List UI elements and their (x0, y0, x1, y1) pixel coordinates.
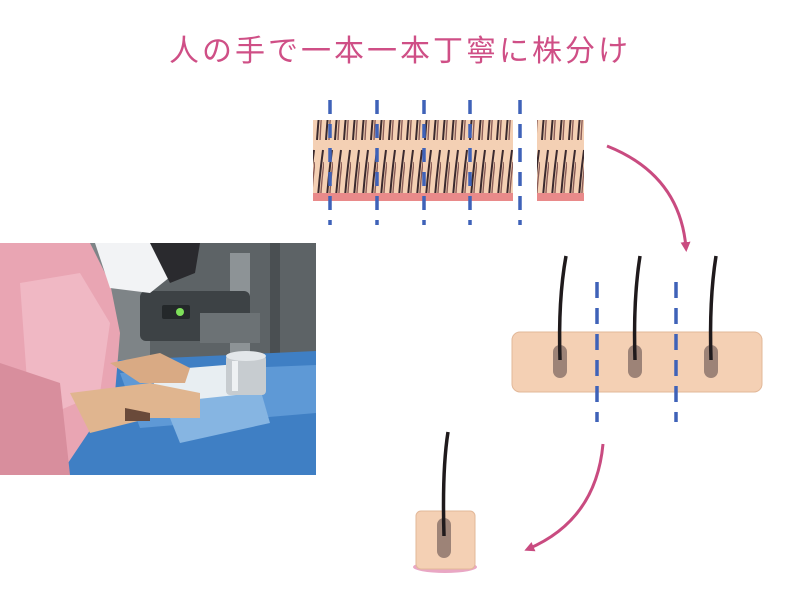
sliver-cut-lines (595, 282, 678, 422)
strip-cut-lines (328, 100, 522, 225)
donor-strip (313, 120, 513, 201)
arrow-sliver-to-graft (524, 443, 605, 552)
donor-strip-piece (537, 120, 584, 201)
surgeon-photo (0, 243, 316, 475)
hair-sliver (511, 255, 763, 393)
page-title: 人の手で一本一本丁寧に株分け (169, 34, 631, 69)
single-graft (413, 431, 477, 573)
arrow-strip-to-sliver (606, 144, 691, 252)
